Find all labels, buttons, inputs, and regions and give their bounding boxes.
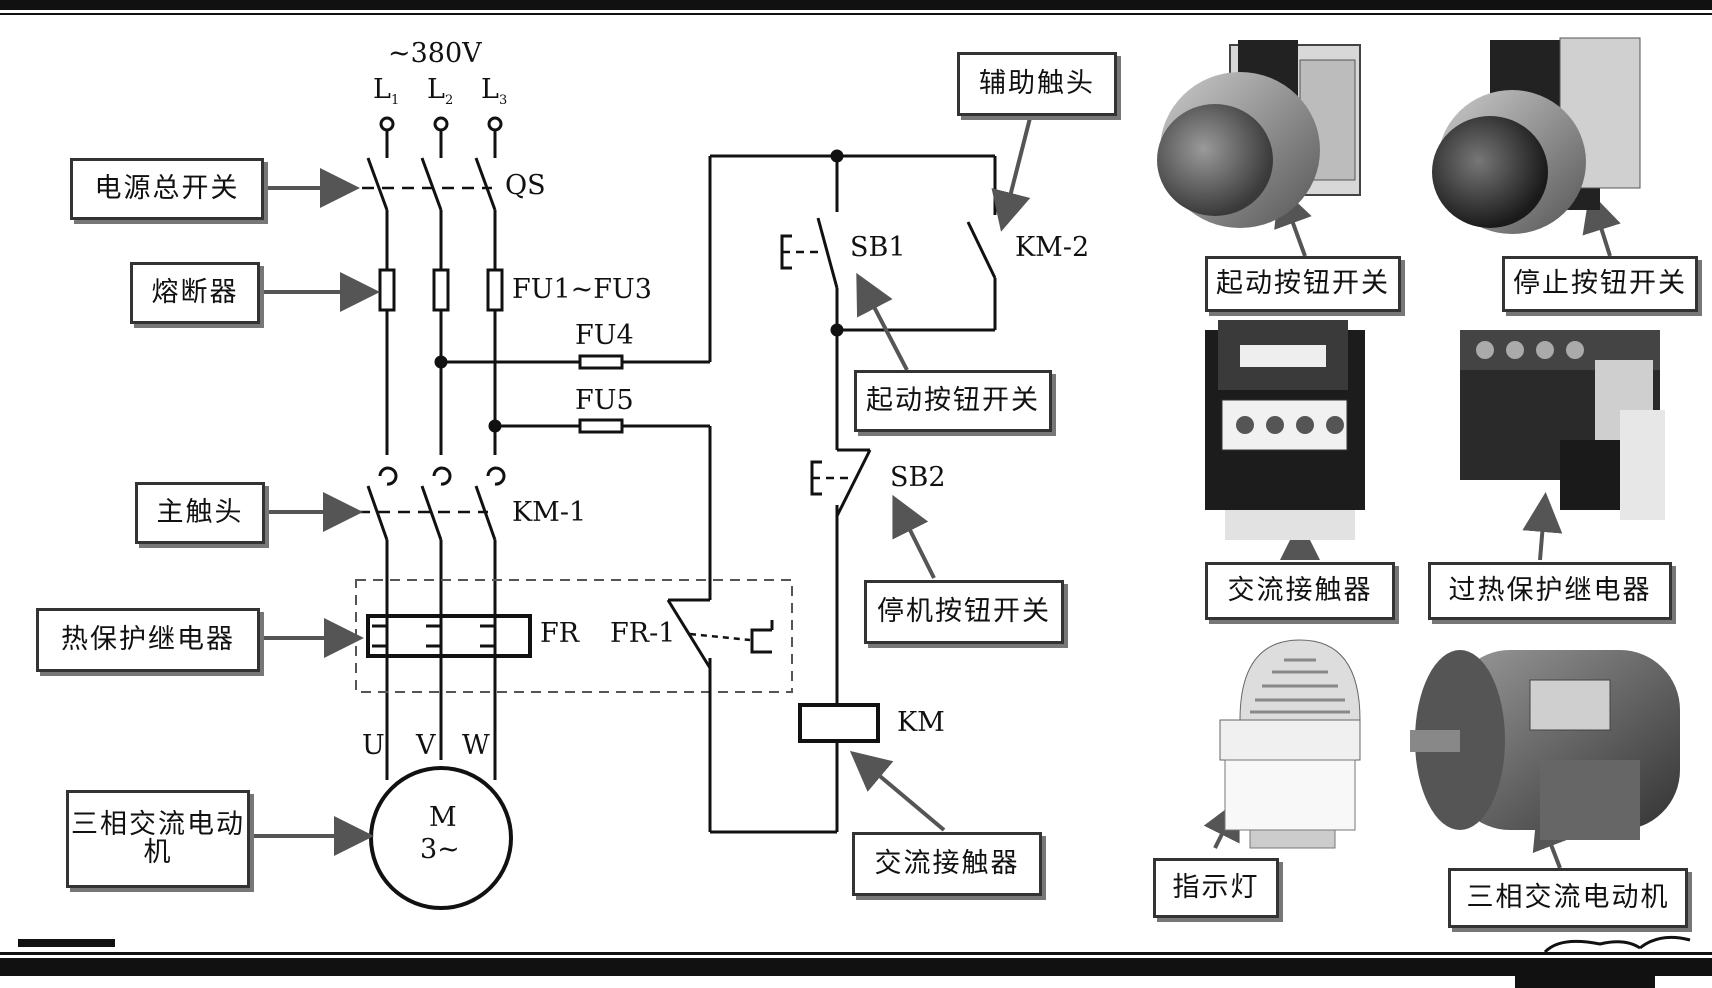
photo-caption-indicator: 指示灯 [1153, 858, 1279, 918]
fr1-label: FR-1 [610, 618, 676, 649]
callout-power-switch: 电源总开关 [70, 158, 264, 220]
stop-button-photo [1432, 37, 1641, 234]
fu5-label: FU5 [575, 385, 634, 416]
sb1-label: SB1 [850, 232, 906, 263]
w-label: W [462, 730, 490, 761]
callout-main-contact: 主触头 [135, 482, 265, 544]
v-label: V [416, 730, 436, 761]
motor-photo [1410, 650, 1680, 840]
callout-aux-contact: 辅助触头 [957, 52, 1117, 116]
photo-caption-start-button: 起动按钮开关 [1205, 256, 1401, 312]
callout-fuse: 熔断器 [130, 262, 260, 324]
phase-label-l3: L3 [481, 74, 508, 108]
motor-3-label: 3~ [420, 834, 460, 865]
main-circuit [355, 116, 793, 910]
km1-label: KM-1 [512, 497, 587, 528]
km-label: KM [897, 707, 945, 738]
fu4-label: FU4 [575, 320, 634, 351]
km2-label: KM-2 [1015, 232, 1090, 263]
callout-contactor: 交流接触器 [852, 832, 1042, 896]
phase-label-l2: L2 [427, 74, 454, 108]
motor-m-label: M [429, 802, 457, 833]
contactor-photo [1205, 320, 1365, 540]
callout-motor: 三相交流电动机 [66, 790, 250, 888]
callout-thermal-relay: 热保护继电器 [36, 608, 260, 672]
sb2-label: SB2 [890, 462, 946, 493]
qs-label: QS [505, 170, 546, 201]
callout-stop-button: 停机按钮开关 [864, 580, 1064, 644]
fu1-fu3-label: FU1~FU3 [512, 274, 652, 305]
scribble [1543, 935, 1691, 954]
indicator-lamp-photo [1219, 639, 1361, 849]
fr-label: FR [540, 618, 580, 649]
photo-caption-stop-button: 停止按钮开关 [1502, 256, 1698, 312]
start-button-photo [1157, 40, 1361, 228]
overload-relay-photo [1460, 330, 1665, 520]
photo-caption-contactor: 交流接触器 [1205, 562, 1395, 620]
photo-caption-overload-relay: 过热保护继电器 [1428, 562, 1672, 620]
phase-label-l1: L1 [373, 74, 400, 108]
supply-voltage: ~380V [388, 38, 482, 69]
u-label: U [362, 730, 385, 761]
photo-caption-motor: 三相交流电动机 [1448, 868, 1688, 928]
callout-arrows [248, 117, 1621, 869]
callout-start-button: 起动按钮开关 [854, 370, 1052, 432]
